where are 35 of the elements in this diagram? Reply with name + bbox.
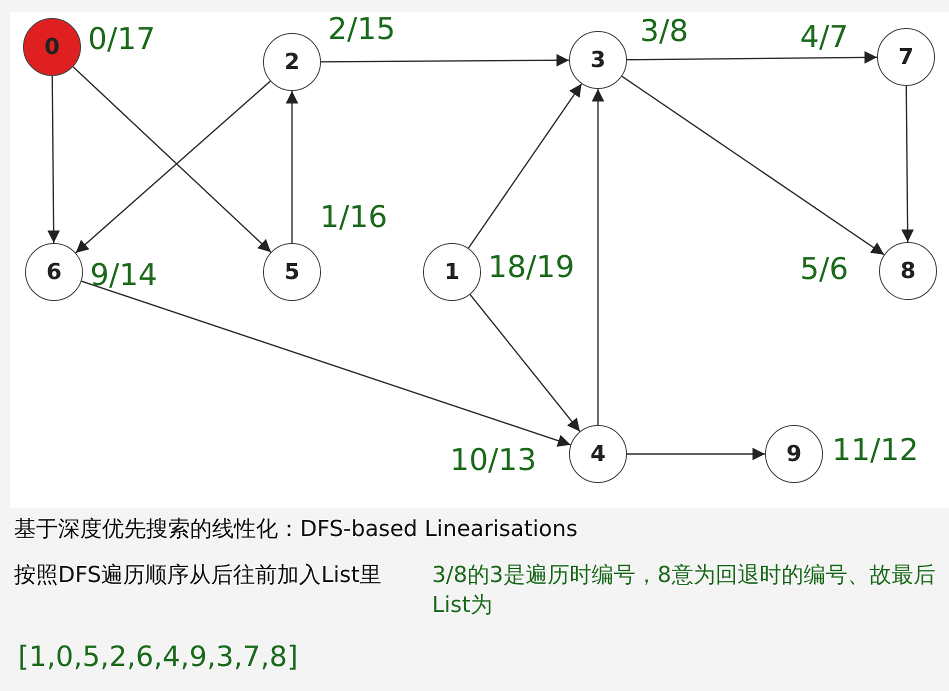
node-number: 7: [898, 44, 914, 70]
discovery-finish-time: 9/14: [90, 258, 158, 293]
discovery-finish-time: 4/7: [800, 20, 848, 55]
node-number: 5: [284, 260, 300, 284]
arrow: [470, 294, 580, 432]
heading-text: 基于深度优先搜索的线性化：DFS-based Linearisations: [14, 516, 578, 544]
node-number: 0: [44, 34, 60, 60]
note-text: 3/8的3是遍历时编号，8意为回退时的编号、故最后List为: [432, 562, 936, 620]
discovery-finish-time: 0/17: [88, 22, 156, 57]
discovery-finish-time: 2/15: [328, 12, 396, 47]
discovery-finish-time: 11/12: [832, 433, 918, 468]
arrow: [286, 91, 298, 243]
node-number: 3: [590, 48, 606, 72]
node-number: 6: [46, 260, 62, 284]
arrow: [47, 76, 60, 243]
node-number: 2: [284, 50, 300, 74]
note-text: 按照DFS遍历顺序从后往前加入List里: [14, 562, 382, 590]
result-list: [1,0,5,2,6,4,9,3,7,8]: [18, 640, 298, 673]
discovery-finish-time: 3/8: [640, 14, 688, 49]
arrow: [627, 448, 765, 460]
arrow: [901, 86, 914, 242]
arrow: [321, 54, 569, 67]
discovery-finish-time: 1/16: [320, 200, 388, 235]
node-number: 9: [786, 442, 802, 466]
discovery-finish-time: 10/13: [450, 443, 536, 478]
node-number: 1: [444, 260, 460, 284]
discovery-finish-time: 5/6: [800, 252, 848, 287]
arrow: [627, 51, 877, 64]
node-number: 8: [900, 258, 916, 284]
arrow: [468, 83, 582, 249]
arrow: [592, 89, 604, 425]
node-number: 4: [590, 442, 606, 466]
arrow: [622, 76, 884, 256]
arrow: [81, 280, 571, 447]
discovery-finish-time: 18/19: [488, 250, 574, 285]
